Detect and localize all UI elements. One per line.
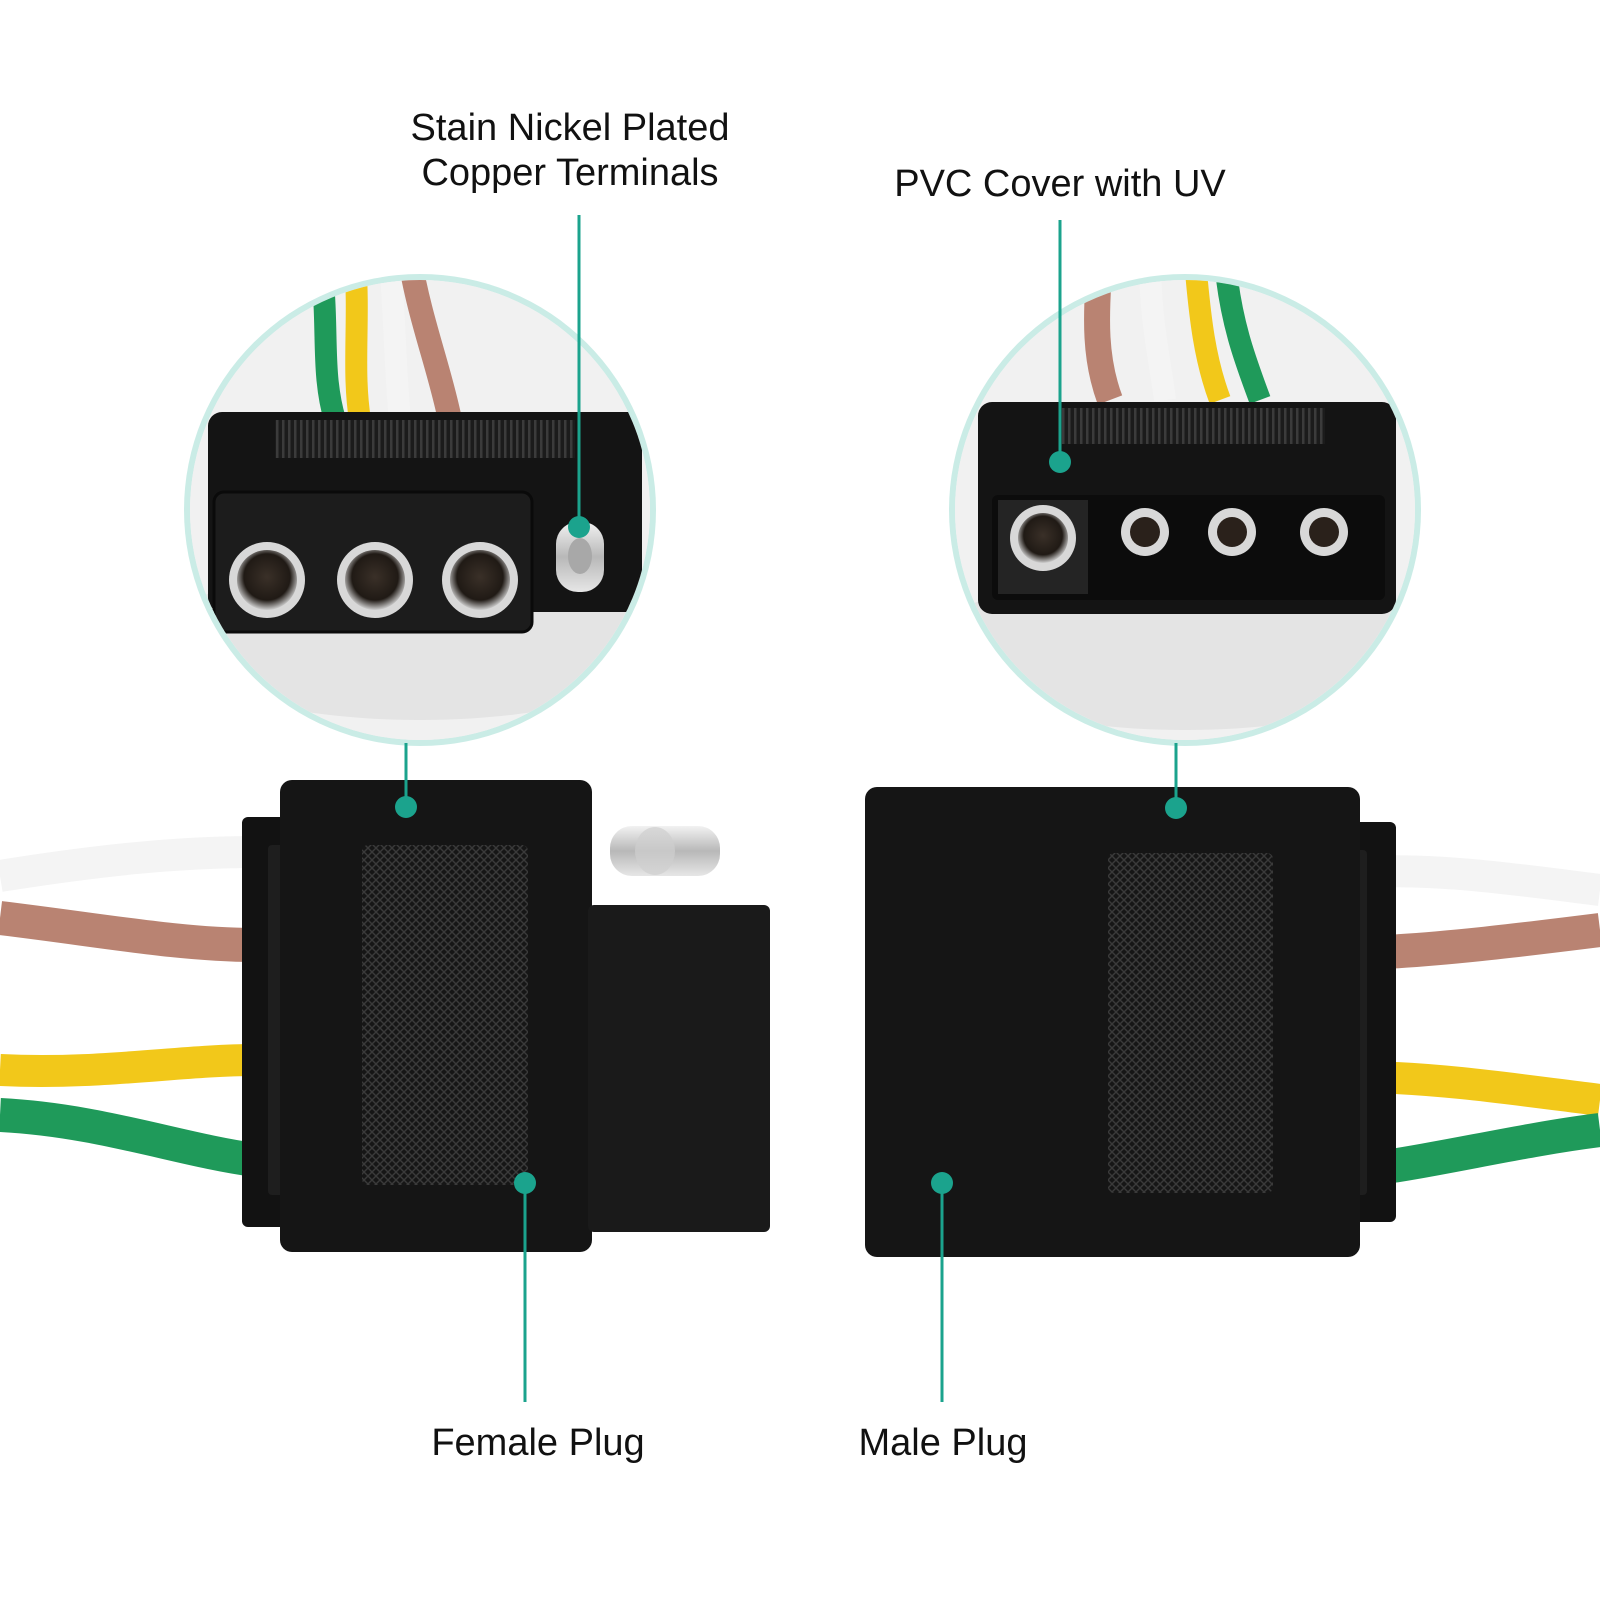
grip-pattern <box>362 845 528 1185</box>
socket-3 <box>442 542 518 618</box>
green-wire <box>1214 280 1271 404</box>
socket-1 <box>229 542 305 618</box>
terminals-label-line2: Copper Terminals <box>421 152 719 194</box>
grip-pattern <box>1108 853 1273 1193</box>
female-detail-circle <box>184 274 656 746</box>
connector-right <box>1165 743 1187 819</box>
terminal-pin <box>556 522 604 592</box>
callout-dot <box>568 516 590 538</box>
green-wire <box>0 1098 258 1177</box>
callout-dot <box>931 1172 953 1194</box>
white-wire <box>1139 280 1176 402</box>
terminals-label-line1: Stain Nickel Plated <box>410 107 730 149</box>
callout-cover <box>1049 220 1071 473</box>
brown-wire <box>1364 913 1600 970</box>
yellow-wire <box>0 1044 256 1087</box>
brown-wire <box>0 901 256 962</box>
yellow-wire <box>1184 280 1231 404</box>
white-wire <box>1364 855 1600 906</box>
male-plug <box>865 787 1600 1257</box>
terminal-pin <box>610 826 720 876</box>
green-wire <box>309 280 346 424</box>
callout-dot <box>514 1172 536 1194</box>
brown-wire <box>1084 280 1123 405</box>
pin-3 <box>1208 508 1256 556</box>
yellow-wire <box>1364 1061 1600 1116</box>
grip-ribs <box>1060 408 1325 444</box>
pin-2 <box>1121 508 1169 556</box>
socket-2 <box>337 542 413 618</box>
cover-label: PVC Cover with UV <box>894 163 1226 205</box>
callout-dot <box>395 796 417 818</box>
female-plug-label: Female Plug <box>431 1422 645 1464</box>
white-wire <box>0 836 256 892</box>
pin-4 <box>1300 508 1348 556</box>
connector-left <box>395 743 417 818</box>
pin-socket-1 <box>1010 505 1076 571</box>
male-detail-circle <box>949 274 1421 746</box>
callout-female <box>514 1172 536 1402</box>
grip-ribs <box>275 420 575 458</box>
green-wire <box>1362 1113 1600 1187</box>
male-plug-label: Male Plug <box>858 1422 1028 1464</box>
white-wire <box>379 280 411 422</box>
terminals-label: Stain Nickel Plated Copper Terminals <box>411 106 730 196</box>
brown-wire <box>398 280 462 423</box>
callout-dot <box>1165 797 1187 819</box>
callout-terminals <box>568 215 590 538</box>
callout-male <box>931 1172 953 1402</box>
female-plug <box>0 780 770 1252</box>
callout-dot <box>1049 451 1071 473</box>
